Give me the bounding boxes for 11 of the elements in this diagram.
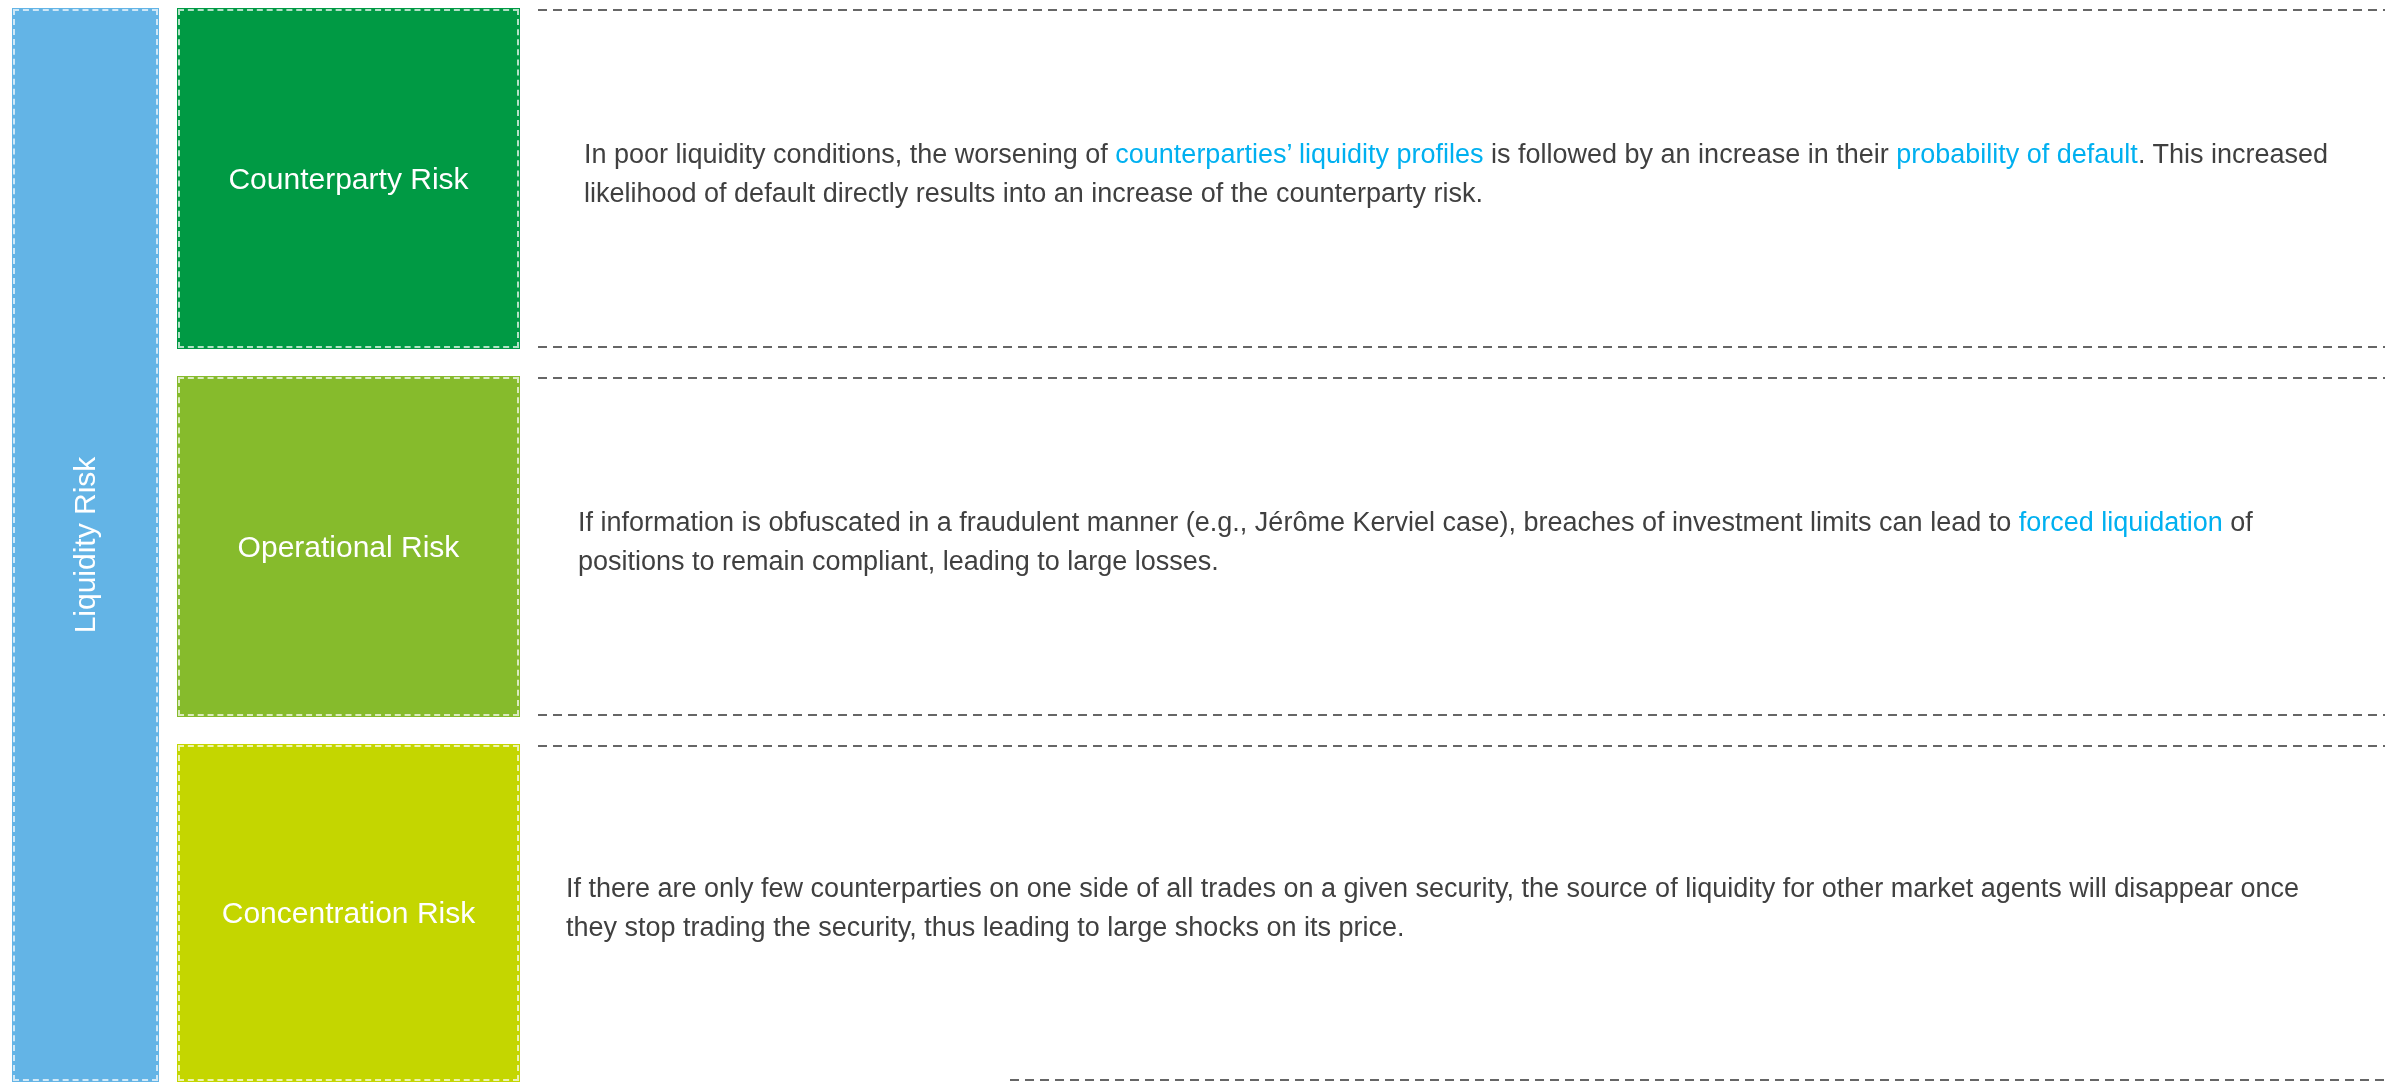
box-label: Concentration Risk: [221, 896, 476, 930]
risk-box: [177, 376, 520, 717]
description-text: In poor liquidity conditions, the worsening of counterparties’ liquidity profiles is followed by an increase in their probability of default. This increased likelihood of default directly results into an increase of the counterparty risk.: [584, 137, 2329, 210]
description-text: If there are only few counterparties on one side of all trades on a given security, the source of liquidity for other market agents will disappear once they stop trading the security, thus leading to large shocks on its price.: [566, 872, 2300, 945]
box-label: Operational Risk: [237, 529, 460, 564]
category-bar: [12, 8, 159, 1082]
risk-box: [177, 744, 520, 1082]
risk-box: [177, 8, 520, 349]
box-label: Counterparty Risk: [228, 161, 469, 196]
description-text: If information is obfuscated in a fraudulent manner (e.g., Jérôme Kerviel case), breaches of investment limits can lead to forced liquidation of positions to remain compliant, leading to large losses.: [578, 505, 2254, 578]
box-label: Liquidity Risk: [68, 456, 103, 634]
